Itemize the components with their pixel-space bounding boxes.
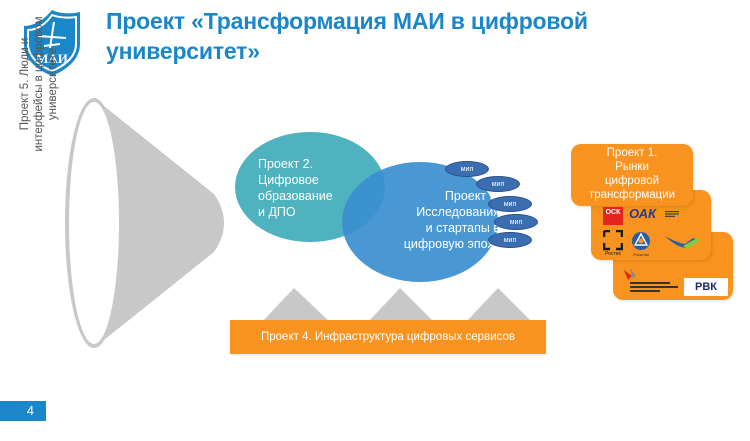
svg-text:Росатом: Росатом xyxy=(633,252,649,257)
osk-logo: ОСК xyxy=(603,207,623,225)
mai-logo: МАИ xyxy=(20,8,84,78)
project4-infrastructure-bar: Проект 4. Инфраструктура цифровых сервис… xyxy=(230,320,546,354)
oak-logo-subtitle-icon xyxy=(665,211,681,217)
page-number-badge: 4 xyxy=(0,401,46,421)
project5-line: интерфейсы в цифровом xyxy=(33,16,45,152)
mip-badge: мип xyxy=(494,214,538,230)
infrastructure-pillars xyxy=(262,288,532,322)
project5-label: Проект 5. Люди и интерфейсы в цифровом у… xyxy=(18,0,66,209)
project2-line: образование xyxy=(258,189,333,203)
project5-line: университете xyxy=(47,47,59,121)
project2-label: Проект 2. Цифровое образование и ДПО xyxy=(258,156,378,220)
rostec-logo: Ростех xyxy=(602,229,624,257)
project1-line: Проект 1. xyxy=(606,147,658,159)
mip-badge: мип xyxy=(488,196,532,212)
rvk-logo: РВК xyxy=(684,278,728,296)
project3-label: Проект 3. Исследования и стартапы в цифр… xyxy=(368,188,500,252)
page-number: 4 xyxy=(26,403,34,418)
project5-line: Проект 5. Люди и xyxy=(19,37,31,131)
project2-line: Проект 2. xyxy=(258,157,314,171)
mai-shield-icon: МАИ xyxy=(24,10,80,76)
mip-badge: мип xyxy=(488,232,532,248)
project1-line: трансформации xyxy=(588,189,676,201)
project3-line: Исследования xyxy=(416,205,500,219)
project3-line: Проект 3. xyxy=(444,189,500,203)
project2-line: Цифровое xyxy=(258,173,319,187)
project3-line: цифровую эпоху xyxy=(403,237,500,251)
mip-badge: мип xyxy=(445,161,489,177)
project2-line: и ДПО xyxy=(258,205,296,219)
svg-text:Ростех: Ростех xyxy=(605,251,621,256)
rvk-logo-text: РВК xyxy=(695,281,717,293)
mip-badge: мип xyxy=(476,176,520,192)
project1-card-front xyxy=(571,144,693,206)
project2-3-circles xyxy=(230,125,550,285)
svg-text:МАИ: МАИ xyxy=(36,51,68,66)
asi-logo xyxy=(622,266,680,294)
project1-line: цифровой xyxy=(604,175,660,187)
oak-logo: ОАК xyxy=(629,206,656,221)
project3-line: и стартапы в xyxy=(425,221,500,235)
title-line-1: Проект «Трансформация МАИ в цифровой xyxy=(106,8,588,34)
project1-label: Проект 1. Рынки цифровой трансформации xyxy=(571,146,693,202)
wing-logo-icon xyxy=(663,232,701,252)
project5-funnel xyxy=(64,96,234,350)
project1-line: Рынки xyxy=(615,161,649,173)
page-title: Проект «Трансформация МАИ в цифровой уни… xyxy=(106,6,666,66)
rosatom-logo: Росатом xyxy=(630,231,652,257)
title-line-2: университет» xyxy=(106,38,260,64)
